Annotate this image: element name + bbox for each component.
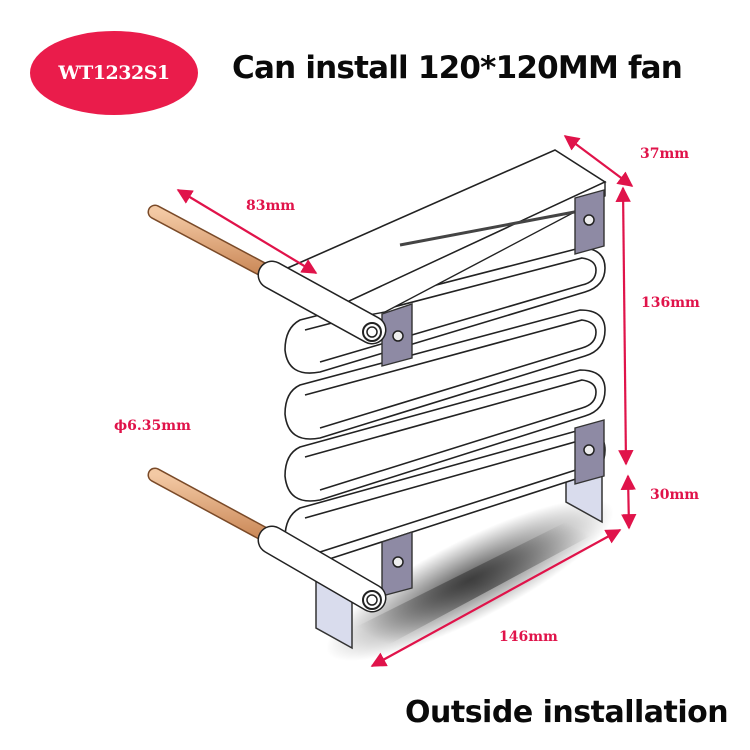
model-badge: WT1232S1 [30,31,198,115]
model-number: WT1232S1 [58,62,170,84]
dim-label-core-height: 136mm [641,295,700,311]
installation-caption: Outside installation [405,695,729,730]
bracket-bottom-front [381,531,413,597]
dimension-lines [176,135,637,667]
bracket-top-front [381,303,413,367]
dim-label-depth: 37mm [640,146,690,162]
dim-label-leg-height: 30mm [650,487,700,503]
bracket-bottom-back [574,419,605,485]
dim-label-pipe-diameter: ϕ6.35mm [114,418,191,434]
headline: Can install 120*120MM fan [232,50,683,86]
dim-arrow-leg-height [620,474,637,530]
dim-label-pipe-length: 83mm [246,198,296,214]
dim-arrow-pipe-length [176,189,318,274]
bracket-top-back [574,189,605,255]
dim-arrow-depth [563,135,634,187]
tube-loop-2 [284,309,606,440]
tube-loop-3 [284,369,606,502]
dim-label-width: 146mm [499,629,558,645]
dim-arrow-core-height [615,186,634,466]
dim-arrow-width [370,529,622,667]
